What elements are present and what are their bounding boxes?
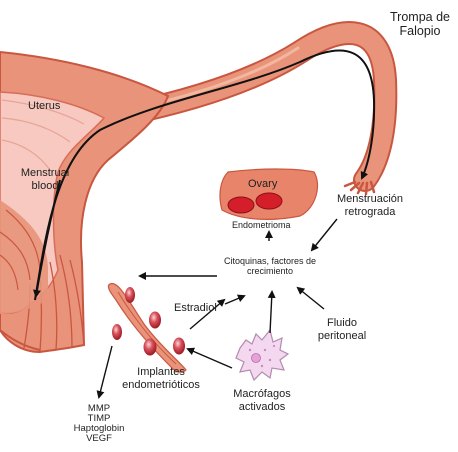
endometrioma-label: Endometrioma	[232, 220, 291, 230]
uterus-label: Uterus	[28, 100, 60, 113]
implant	[173, 338, 185, 355]
arrow	[99, 346, 112, 397]
markers-list: MMP TIMP Haptoglobin VEGF	[72, 404, 126, 444]
follicle	[256, 193, 282, 209]
macrophages-label: Macrófagos activados	[222, 388, 302, 413]
implant	[125, 287, 135, 303]
macrophage	[236, 330, 288, 380]
arrow	[270, 292, 272, 333]
fallopian-tube-label: Trompa de Falopio	[382, 10, 458, 39]
estradiol-label: Estradiol	[174, 302, 217, 315]
ovary	[220, 169, 318, 219]
implant	[144, 339, 157, 356]
implants-label: Implantes endometrióticos	[118, 366, 204, 391]
menstrual-blood-label: Menstrual blood	[18, 167, 72, 192]
retrograde-menstruation-label: Menstruación retrograda	[322, 193, 418, 218]
cytokines-label: Citoquinas, factores de crecimiento	[218, 256, 322, 277]
ovary-label: Ovary	[248, 178, 277, 191]
implant	[149, 312, 161, 329]
arrow	[312, 219, 337, 250]
marker-label: VEGF	[72, 434, 126, 444]
follicle	[228, 197, 254, 213]
implant	[112, 324, 122, 340]
peritoneal-fluid-label: Fluido peritoneal	[310, 317, 374, 342]
arrow	[298, 288, 324, 309]
arrow	[225, 296, 244, 304]
